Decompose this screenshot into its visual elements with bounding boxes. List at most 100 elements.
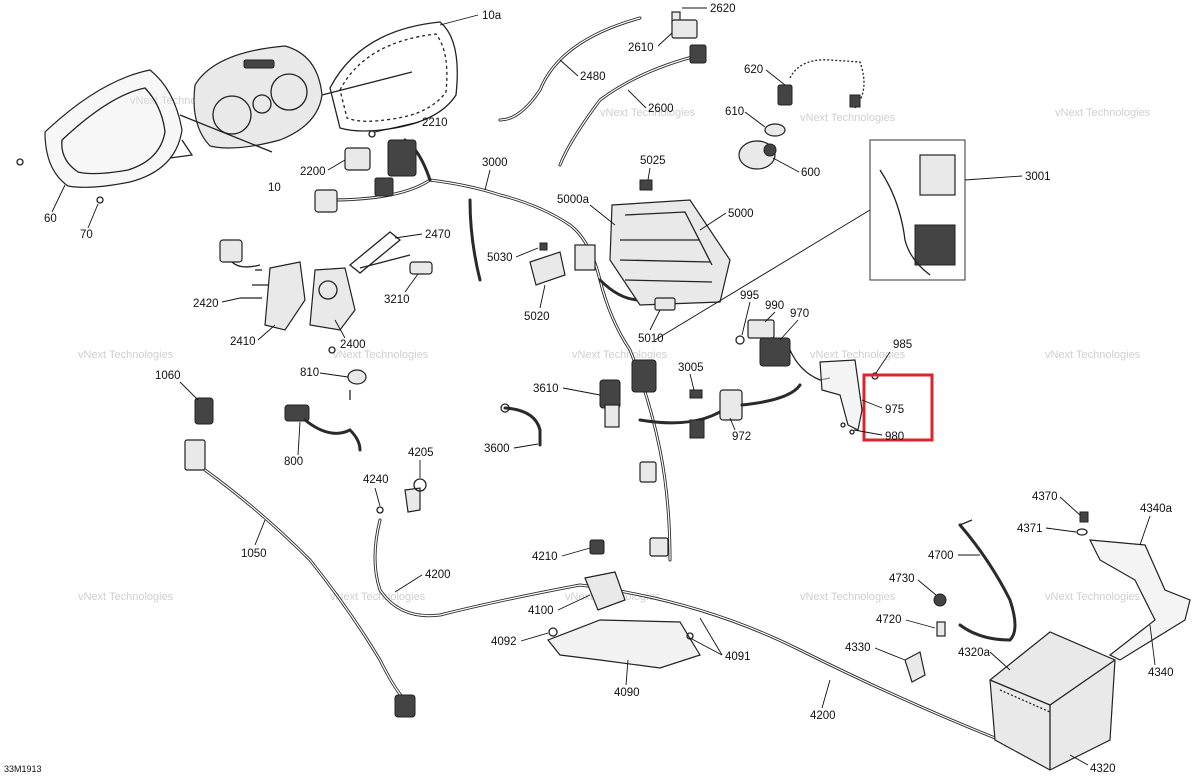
callout-2420: 2420 (193, 298, 219, 310)
figure-code: 33M1913 (4, 764, 42, 774)
accessory-connector-parts (498, 11, 707, 167)
callout-972: 972 (732, 431, 751, 443)
starter-solenoid-part (547, 537, 701, 669)
callout-810: 810 (300, 367, 319, 379)
callout-4370: 4370 (1032, 491, 1058, 503)
harness-connectors-part (599, 297, 705, 483)
callout-2400: 2400 (340, 339, 366, 351)
callout-4340a: 4340a (1140, 503, 1173, 515)
callout-2200: 2200 (300, 166, 326, 178)
battery-hold-down-part (1076, 511, 1191, 661)
watermark: vNext Technologies (330, 591, 426, 603)
callout-60: 60 (44, 213, 57, 225)
sensor-parts (348, 231, 433, 275)
callout-70: 70 (80, 229, 93, 241)
callout-4320a: 4320a (958, 647, 991, 659)
watermark: vNext Technologies (800, 112, 896, 124)
callout-4090: 4090 (614, 687, 640, 699)
battery-part (904, 631, 1116, 771)
callout-5030: 5030 (487, 252, 513, 264)
relay-bracket-parts (735, 319, 831, 381)
fuse-bracket-parts (819, 359, 879, 435)
callout-5020: 5020 (524, 311, 550, 323)
watermark: vNext Technologies (1055, 107, 1151, 119)
callout-3005: 3005 (678, 362, 704, 374)
bracket-parts (529, 242, 596, 286)
battery-cable-parts (933, 519, 1017, 642)
watermark: vNext Technologies (800, 591, 896, 603)
callout-4200-lower: 4200 (810, 710, 836, 722)
callout-600: 600 (801, 167, 820, 179)
watermark: vNext Technologies (78, 349, 174, 361)
watermarks: vNext Technologies vNext Technologies vN… (78, 95, 1151, 603)
highlight-box (862, 373, 934, 442)
watermark: vNext Technologies (600, 107, 696, 119)
cluster-bezel-part (16, 69, 194, 204)
callout-990: 990 (765, 300, 784, 312)
callout-4340: 4340 (1148, 667, 1174, 679)
callout-2470: 2470 (425, 229, 451, 241)
callout-620: 620 (744, 64, 763, 76)
callout-10a: 10a (482, 10, 502, 22)
connector-parts (314, 130, 417, 213)
callout-4210: 4210 (532, 551, 558, 563)
callout-4700: 4700 (928, 550, 954, 562)
callout-4330: 4330 (845, 642, 871, 654)
callout-985: 985 (893, 339, 912, 351)
watermark: vNext Technologies (1045, 591, 1141, 603)
ecm-module-part (609, 179, 731, 306)
callout-2600: 2600 (648, 103, 674, 115)
callout-800: 800 (284, 456, 303, 468)
callout-4730: 4730 (889, 573, 915, 585)
throttle-housing-part (219, 239, 356, 354)
callout-2480: 2480 (580, 71, 606, 83)
watermark: vNext Technologies (78, 591, 174, 603)
callout-4092: 4092 (491, 636, 517, 648)
callout-2620: 2620 (710, 3, 736, 15)
callout-4200-upper: 4200 (425, 569, 451, 581)
callout-4240: 4240 (363, 474, 389, 486)
callout-995: 995 (740, 290, 759, 302)
light-harness-part (284, 369, 367, 452)
coiled-cord-part (777, 59, 865, 109)
callout-3000: 3000 (482, 157, 508, 169)
callout-labels: 10a 2620 2610 620 2480 2600 610 2210 300… (44, 3, 1174, 775)
callout-2210: 2210 (422, 117, 448, 129)
battery-harness-part (373, 478, 1032, 749)
detail-inset-part (654, 139, 966, 341)
switch-harness-part (184, 397, 416, 718)
callout-610: 610 (725, 106, 744, 118)
callout-3210: 3210 (384, 294, 410, 306)
callout-970: 970 (790, 308, 809, 320)
callout-3600: 3600 (484, 443, 510, 455)
callout-10: 10 (268, 182, 281, 194)
gauge-lens-part (329, 21, 458, 132)
callout-3610: 3610 (533, 383, 559, 395)
instrument-cluster-part (179, 45, 413, 153)
callout-1060: 1060 (155, 370, 181, 382)
watermark: vNext Technologies (572, 349, 668, 361)
callout-4091: 4091 (725, 651, 751, 663)
callout-4205: 4205 (408, 447, 434, 459)
watermark: vNext Technologies (810, 349, 906, 361)
callout-4320: 4320 (1090, 763, 1116, 775)
watermark: vNext Technologies (1045, 349, 1141, 361)
callout-2610: 2610 (628, 42, 654, 54)
callout-980: 980 (885, 431, 904, 443)
ground-strap-part (500, 403, 542, 447)
callout-5000: 5000 (728, 208, 754, 220)
callout-4100: 4100 (528, 605, 554, 617)
callout-4720: 4720 (876, 614, 902, 626)
callout-5010: 5010 (638, 333, 664, 345)
callout-4371: 4371 (1017, 523, 1043, 535)
callout-5025: 5025 (640, 155, 666, 167)
callout-1050: 1050 (241, 548, 267, 560)
callout-975: 975 (885, 404, 904, 416)
key-switch-part (738, 123, 786, 170)
relay-part (719, 383, 802, 421)
callout-3001: 3001 (1025, 171, 1051, 183)
watermark: vNext Technologies (333, 349, 429, 361)
callout-2410: 2410 (230, 336, 256, 348)
callout-5000a: 5000a (557, 194, 590, 206)
